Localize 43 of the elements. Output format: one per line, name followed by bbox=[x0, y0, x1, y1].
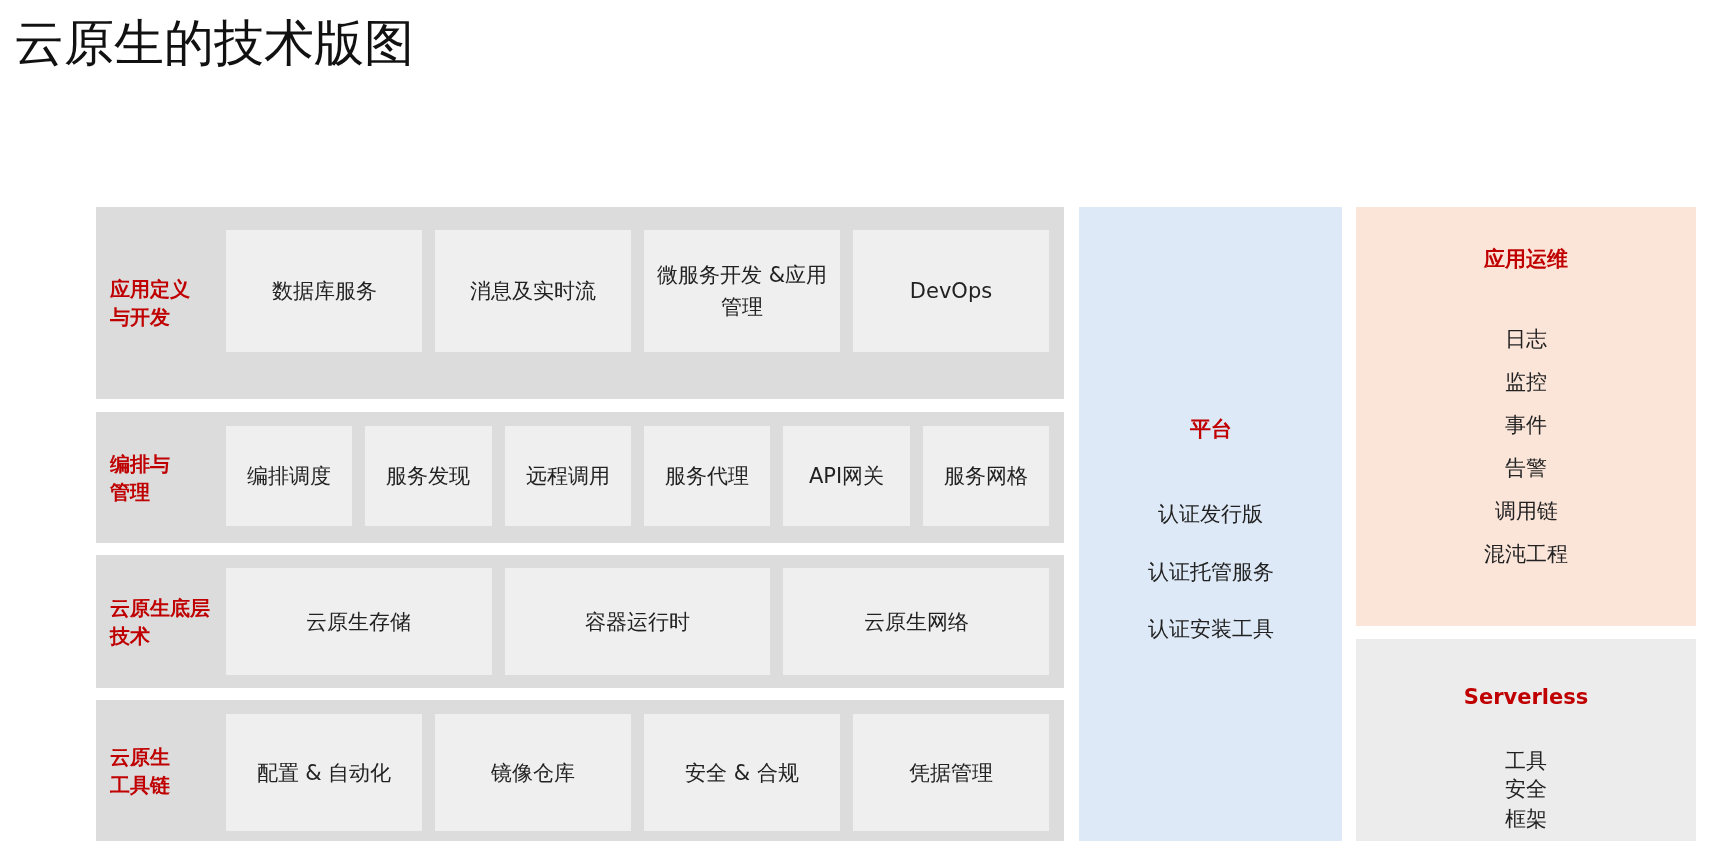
layer-band bbox=[96, 555, 1064, 688]
card-text: 云原生网络 bbox=[862, 608, 970, 636]
panel-item: 日志 bbox=[1504, 326, 1548, 353]
card-text: DevOps bbox=[908, 278, 994, 305]
card-text: 服务发现 bbox=[385, 463, 472, 490]
panel-item: 调用链 bbox=[1493, 498, 1559, 525]
card-text: 消息及实时流 bbox=[469, 278, 597, 305]
card-text: 安全 & 合规 bbox=[684, 759, 800, 787]
card-text: 数据库服务 bbox=[270, 278, 378, 305]
layer-label: 云原生工具链 bbox=[110, 743, 171, 799]
panel-item: 认证安装工具 bbox=[1146, 616, 1275, 643]
panel-item: 工具 bbox=[1504, 748, 1548, 775]
panel-item: 混沌工程 bbox=[1483, 541, 1569, 568]
panel-item: 安全 bbox=[1504, 776, 1548, 803]
column-panel bbox=[1079, 207, 1342, 841]
layer-label: 编排与管理 bbox=[110, 450, 170, 506]
layer-band bbox=[96, 700, 1064, 841]
layer-label: 应用定义与开发 bbox=[110, 276, 191, 331]
panel-item: 事件 bbox=[1504, 412, 1548, 439]
title: 云原生的技术版图 bbox=[14, 13, 414, 74]
panel-item: 认证发行版 bbox=[1157, 501, 1264, 528]
card-text: 编排调度 bbox=[246, 463, 333, 490]
card-text: 远程调用 bbox=[524, 463, 611, 490]
layer-band bbox=[96, 207, 1064, 399]
card-text: 配置 & 自动化 bbox=[255, 759, 393, 787]
layer-label: 云原生底层技术 bbox=[110, 594, 210, 650]
panel-item: 监控 bbox=[1504, 369, 1548, 396]
column-panel bbox=[1356, 207, 1696, 626]
layer-band bbox=[96, 412, 1064, 543]
card-text: 凭据管理 bbox=[908, 759, 994, 787]
card-text: 云原生存储 bbox=[305, 608, 413, 636]
card-text: 镜像仓库 bbox=[490, 759, 576, 787]
panel-item: 告警 bbox=[1504, 455, 1548, 482]
card-text: 容器运行时 bbox=[584, 608, 691, 636]
panel-item: 认证托管服务 bbox=[1146, 559, 1275, 586]
panel-heading: 平台 bbox=[1188, 416, 1233, 443]
card-text: 服务代理 bbox=[664, 463, 751, 490]
panel-heading: Serverless bbox=[1462, 685, 1590, 709]
card-text: 微服务开发 &应用管理 bbox=[655, 262, 829, 321]
card-text: 服务网格 bbox=[942, 463, 1029, 490]
panel-item: 框架 bbox=[1504, 806, 1548, 833]
panel-heading: 应用运维 bbox=[1483, 246, 1569, 273]
card-text: API网关 bbox=[807, 463, 886, 490]
